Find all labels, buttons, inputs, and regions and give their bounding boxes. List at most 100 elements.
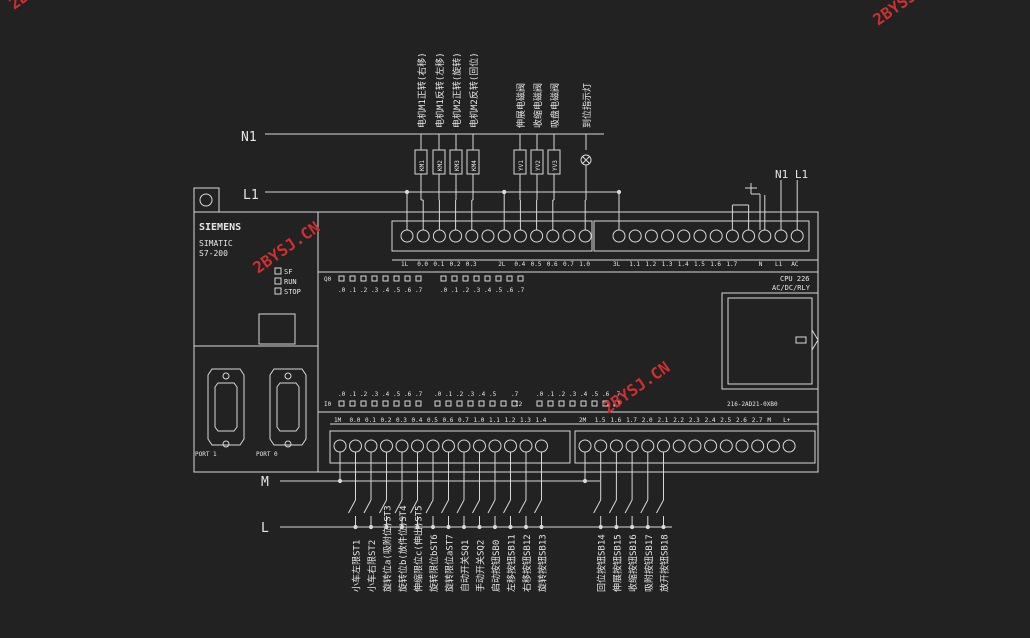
input-screw-terminal [657, 439, 670, 453]
input-screw-terminal [704, 439, 718, 453]
switch-contact [534, 499, 542, 514]
input-status-led [500, 400, 507, 407]
output-led-label: .2 [462, 287, 470, 294]
plc-body [193, 187, 819, 473]
input-screw-terminal [473, 439, 486, 453]
input-status-led [338, 400, 345, 407]
mount-hole [199, 193, 213, 207]
switch-contact [363, 499, 372, 514]
led-row-bottom-prefix: I0 [324, 401, 332, 408]
output-screw-terminal [725, 229, 739, 243]
input-terminal-label: 1.5 [595, 417, 606, 424]
output-led-label: .3 [371, 287, 379, 294]
junction-dot [508, 524, 513, 530]
lamp-cross [582, 156, 590, 164]
input-screw-terminal [751, 439, 765, 453]
output-coil-tag: YV1 [518, 160, 525, 171]
input-led-label: .3 [371, 391, 379, 398]
input-status-led [371, 400, 378, 407]
output-screw-terminal [644, 229, 658, 243]
input-screw-terminal [672, 439, 686, 453]
status-led-label: SF [284, 268, 292, 276]
input-led-label: .0 [434, 391, 442, 398]
input-screw-terminal [766, 439, 780, 453]
junction-dot [523, 524, 529, 530]
input-label: 小车左限ST1 [351, 540, 363, 592]
output-screw-terminal [661, 229, 675, 243]
junction-dot [384, 524, 389, 530]
output-status-led [349, 275, 356, 282]
input-label: 旋转按钮SB13 [537, 534, 549, 592]
status-led-sf [274, 267, 282, 275]
plc-mount-tab [193, 187, 220, 213]
rail-label-l1: L1 [243, 188, 259, 203]
switch-contact [410, 499, 418, 514]
switch-contact [640, 499, 649, 514]
output-coil-tag: KM3 [454, 160, 461, 171]
output-terminal-label: AC [791, 261, 799, 268]
plc-series: S7-200 [199, 249, 228, 258]
switch-contact [394, 499, 403, 514]
output-status-led [495, 275, 502, 282]
input-label: 右移按钮SB12 [521, 534, 533, 592]
output-status-led [415, 275, 422, 282]
output-status-led [338, 275, 345, 282]
output-screw-terminal [416, 229, 430, 243]
comm-port-0 [269, 368, 307, 446]
output-led-label: .3 [473, 287, 481, 294]
input-status-led [613, 400, 620, 407]
output-screw-terminal [578, 229, 592, 243]
input-label: 伸缩限位c(伸出)ST5 [413, 505, 425, 592]
comm-port-1 [207, 368, 245, 446]
input-screw-terminal [442, 439, 455, 453]
junction-dot [645, 524, 650, 530]
output-label: 到位指示灯 [581, 83, 593, 128]
plc-left-module [193, 211, 319, 473]
input-label: 左移按钮SB11 [506, 534, 518, 592]
output-screw-terminal [742, 229, 756, 243]
input-label: 小车右限ST2 [366, 540, 378, 592]
output-led-label: .1 [451, 287, 459, 294]
input-screw-terminal [457, 439, 471, 453]
output-led-label: .5 [495, 287, 503, 294]
input-screw-terminal [519, 439, 533, 453]
output-screw-terminal [432, 229, 446, 243]
output-terminal-label: 0.7 [563, 261, 574, 268]
input-led-label: .4 [580, 391, 588, 398]
port-screw [222, 440, 230, 448]
junction-dot [492, 524, 498, 530]
switch-contact [503, 499, 511, 514]
input-status-led [434, 400, 441, 407]
output-status-led [440, 275, 447, 282]
port1-label: PORT 1 [195, 451, 217, 458]
output-terminal-label: 0.3 [466, 261, 477, 268]
switch-contact [608, 499, 617, 514]
output-terminal-label: 1.7 [726, 261, 737, 268]
input-screw-terminal [364, 439, 378, 453]
output-label: 电机M2反转(回位) [468, 52, 480, 128]
junction-dot [368, 524, 374, 530]
output-screw-terminal [465, 229, 479, 243]
input-led-label: .2 [456, 391, 464, 398]
input-terminal-label: 2.2 [673, 417, 684, 424]
output-status-led [371, 275, 378, 282]
output-terminal-label: 2L [498, 261, 506, 268]
input-terminal-label: 0.6 [443, 417, 454, 424]
input-screw-terminal [609, 439, 623, 453]
input-status-led [489, 400, 496, 407]
cartridge-indicator [795, 336, 807, 344]
input-terminal-label: 1.7 [626, 417, 637, 424]
output-terminal-label: 0.6 [547, 261, 558, 268]
input-terminal-label: M [767, 417, 771, 424]
output-screw-terminal [562, 229, 576, 243]
plc-family: SIMATIC [199, 239, 233, 248]
output-label: 伸展电磁阀 [515, 83, 527, 128]
input-screw-terminal [688, 439, 702, 453]
output-terminal-label: 0.4 [514, 261, 525, 268]
junction-dot [353, 524, 358, 530]
input-label: 启动按钮SB0 [490, 540, 502, 592]
status-led-label: STOP [284, 288, 301, 296]
output-label: 电机M1反转(左移) [434, 52, 446, 128]
output-screw-terminal [513, 229, 527, 243]
input-terminal-block-2 [574, 430, 816, 464]
